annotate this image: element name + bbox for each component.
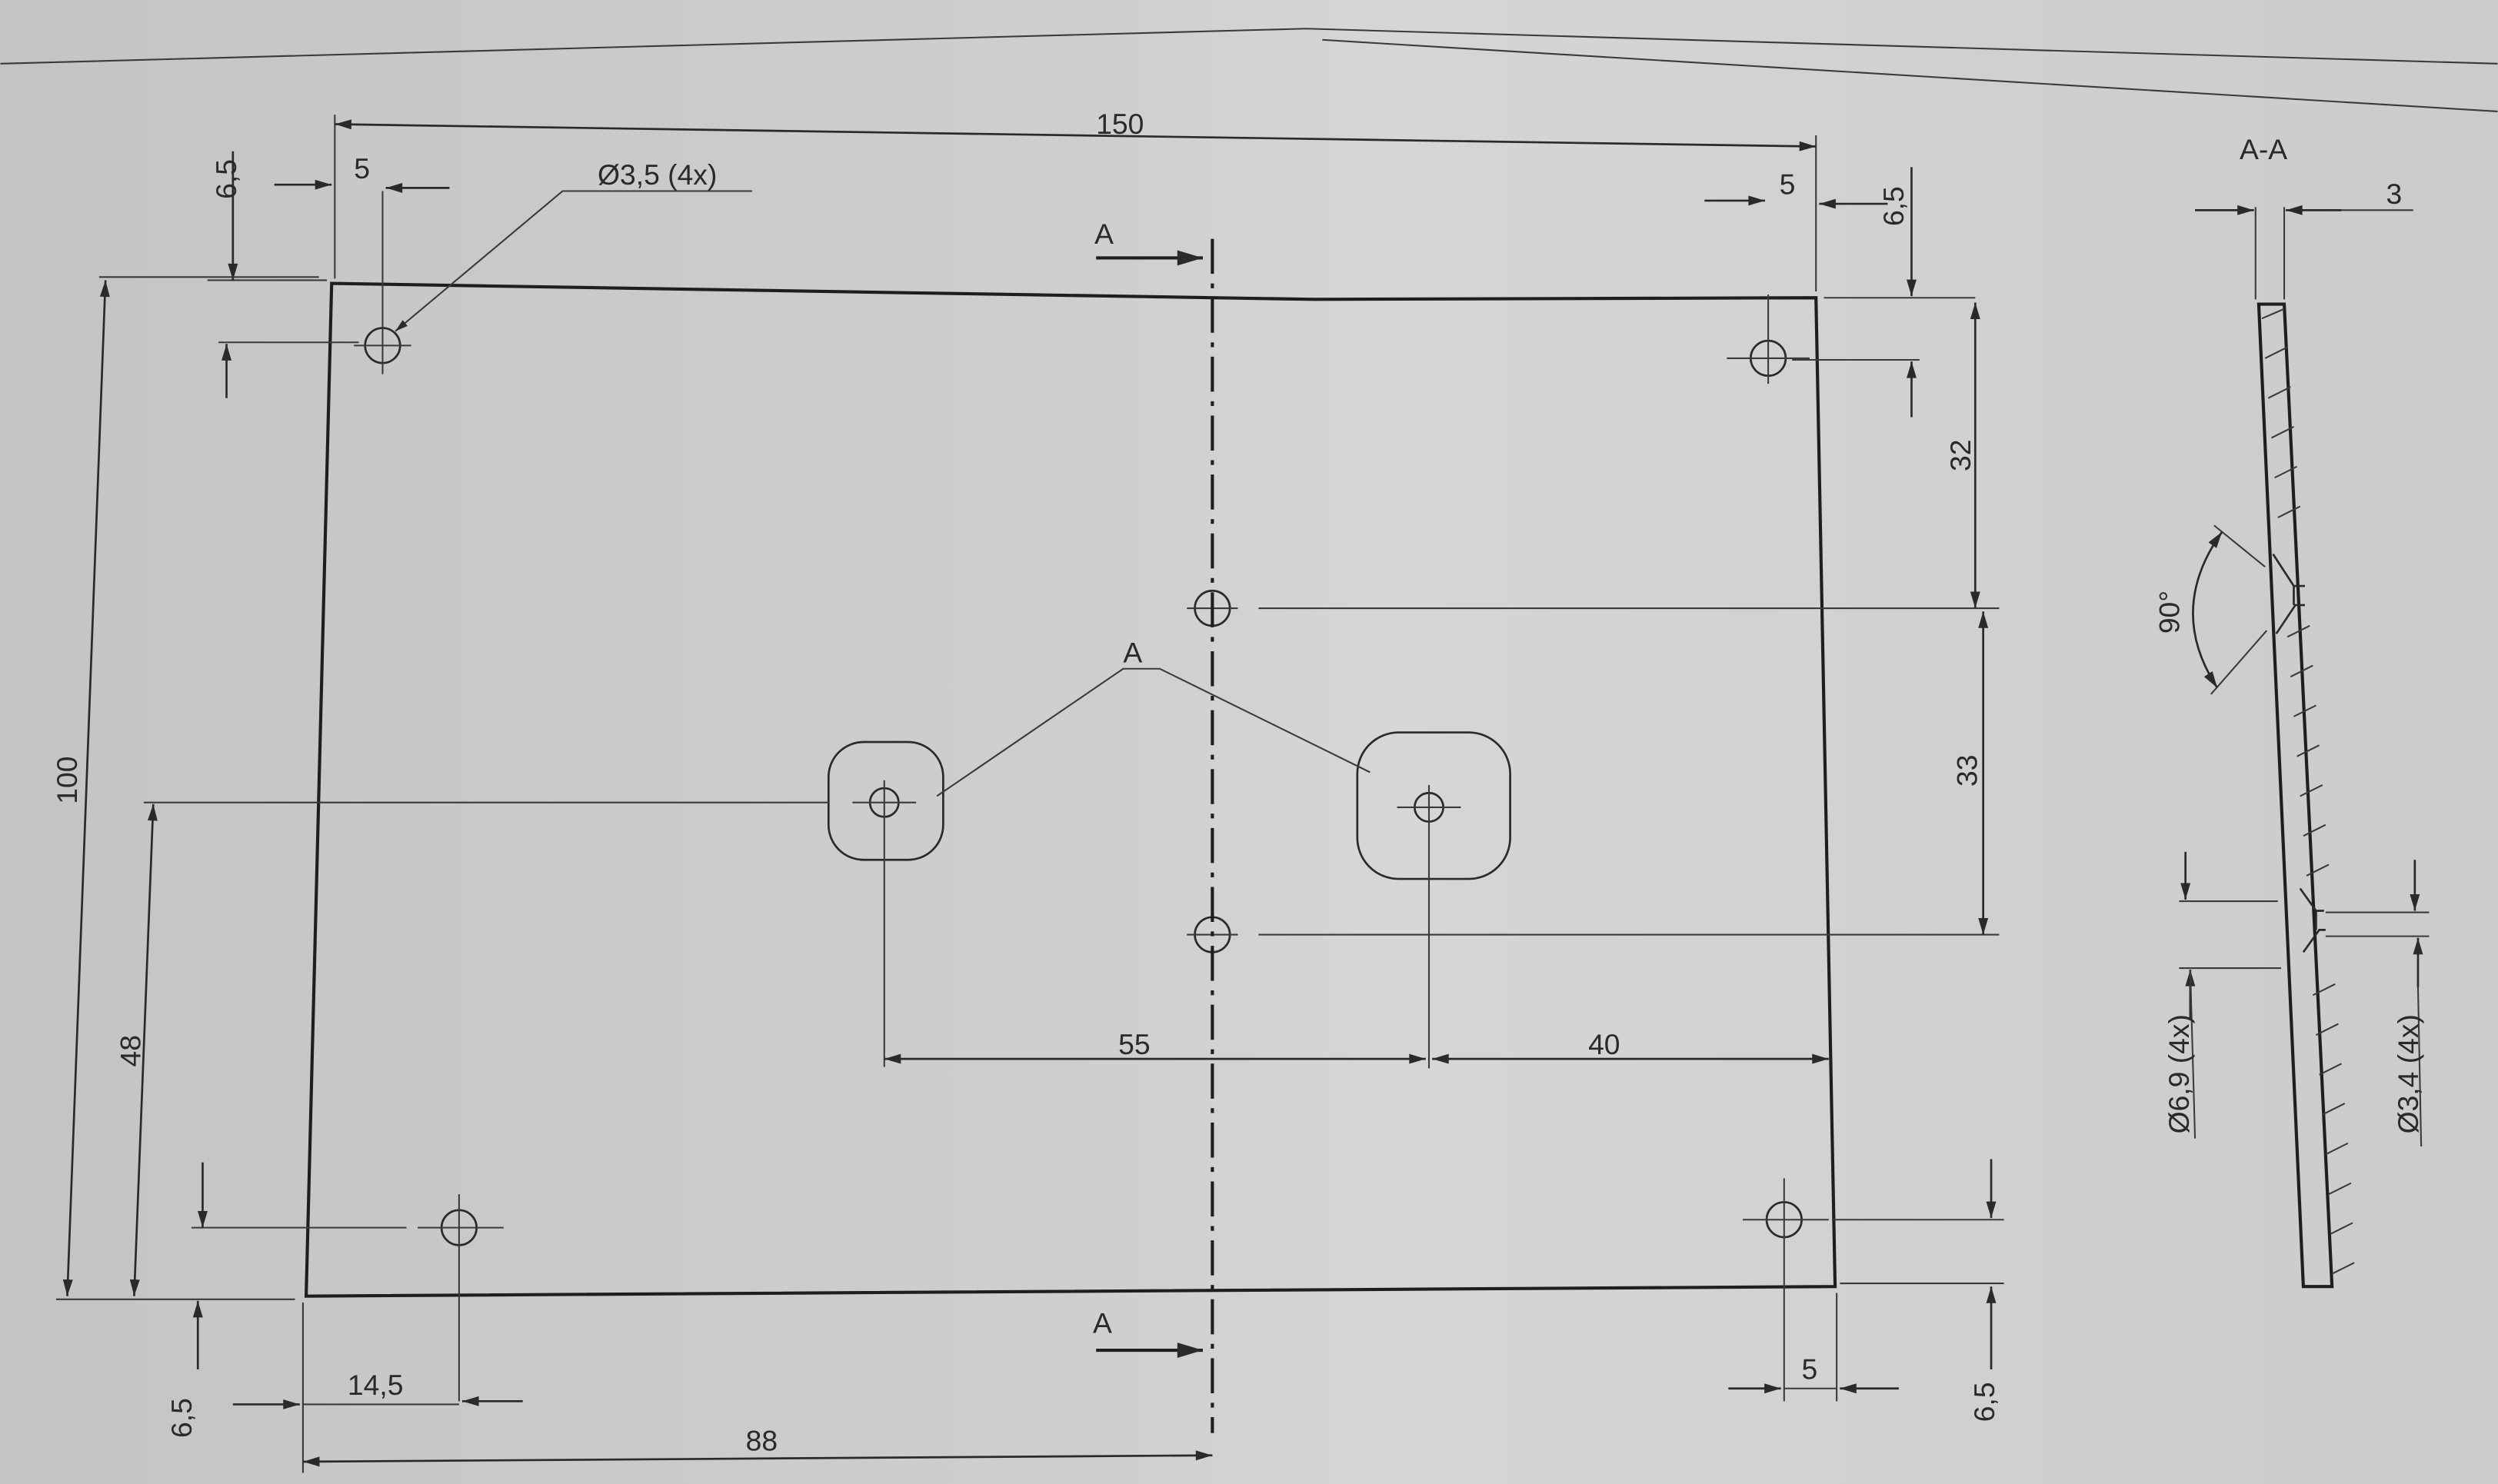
dim-40: 40	[1588, 1028, 1620, 1060]
dim-100: 100	[51, 757, 83, 804]
dim-6-5-bottom-right: 6,5	[1968, 1382, 2000, 1422]
dim-countersink-diameter: Ø6,9 (4x)	[2163, 1014, 2195, 1133]
dim-6-5-bottom-left: 6,5	[165, 1398, 198, 1438]
dim-5-bottom-right: 5	[1802, 1353, 1818, 1385]
dim-thickness: 3	[2386, 178, 2403, 210]
dim-6-5-top-right: 6,5	[1877, 186, 1910, 226]
dim-countersink-angle: 90°	[2153, 591, 2185, 634]
dim-33: 33	[1950, 755, 1983, 787]
sheet-border-line-2	[1322, 38, 2498, 112]
detail-features	[827, 731, 1511, 1069]
dim-48: 48	[115, 1035, 147, 1066]
detail-label: A	[1123, 636, 1142, 668]
dim-5-top-right: 5	[1780, 168, 1796, 201]
section-marker-top: A	[1094, 218, 1114, 250]
corner-holes	[354, 294, 1829, 1402]
plate-outline	[304, 281, 1837, 1298]
sheet-border-line	[0, 28, 2498, 65]
dim-through-diameter: Ø3,4 (4x)	[2392, 1014, 2424, 1133]
section-marker-bottom: A	[1093, 1306, 1112, 1339]
dim-14-5: 14,5	[348, 1369, 404, 1401]
dim-150	[335, 119, 1817, 151]
dim-overall-width: 150	[1096, 108, 1144, 140]
dim-88: 88	[746, 1425, 778, 1457]
detail-leader	[936, 667, 1371, 797]
section-profile	[2257, 302, 2355, 1289]
dim-5-top-left: 5	[354, 152, 370, 185]
dim-32: 32	[1944, 440, 1977, 471]
section-view-title: A-A	[2240, 133, 2287, 165]
hole-callout: Ø3,5 (4x)	[598, 158, 717, 191]
dim-55: 55	[1118, 1028, 1150, 1060]
dim-6-5-top-left: 6,5	[210, 159, 242, 199]
